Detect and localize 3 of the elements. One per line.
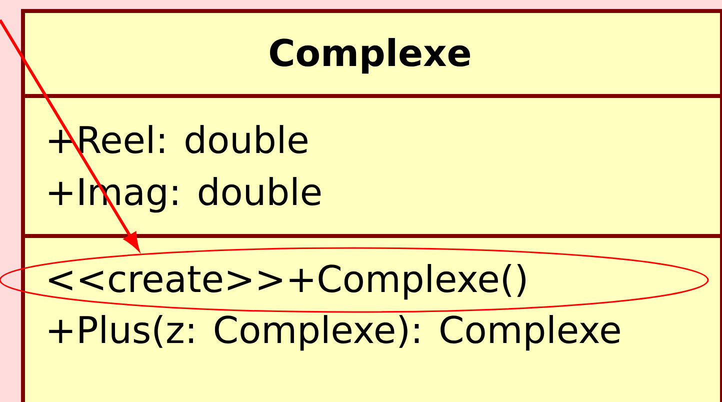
operation-text: <<create>>+Complexe() (49, 264, 526, 300)
operation-text: +Plus(z: Complexe): Complexe (49, 315, 620, 351)
class-name: Complexe (270, 38, 470, 74)
